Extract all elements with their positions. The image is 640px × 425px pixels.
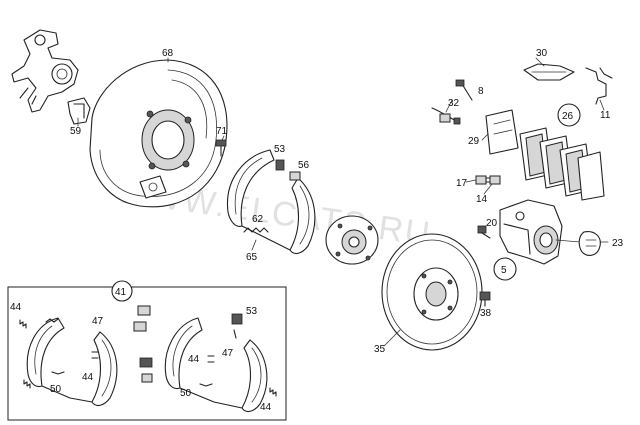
callout-44d: 44 xyxy=(260,402,272,413)
bracket-59 xyxy=(67,97,91,125)
adjuster-53 xyxy=(275,159,285,171)
callout-44b: 44 xyxy=(82,372,94,383)
wear-sensor-32 xyxy=(431,107,461,125)
callout-50a: 50 xyxy=(50,384,62,395)
callout-59: 59 xyxy=(70,126,82,137)
clip-11 xyxy=(585,67,613,105)
callout-68: 68 xyxy=(162,48,174,59)
bolt-38 xyxy=(479,291,491,307)
callout-20: 20 xyxy=(486,218,498,229)
callout-30: 30 xyxy=(536,48,548,59)
brake-caliper xyxy=(499,199,581,265)
callout-53-kit: 53 xyxy=(246,306,258,317)
wheel-hub xyxy=(325,215,379,265)
callout-23: 23 xyxy=(612,238,624,249)
callout-35: 35 xyxy=(374,344,386,355)
bolt-20 xyxy=(477,225,491,239)
callout-65: 65 xyxy=(246,252,258,263)
callout-56: 56 xyxy=(298,160,310,171)
callout-5: 5 xyxy=(501,265,507,276)
callout-17: 17 xyxy=(456,178,468,189)
callout-11: 11 xyxy=(600,110,611,121)
anti-rattle-spring-30 xyxy=(523,63,575,81)
brake-disc xyxy=(381,233,483,351)
callout-41: 41 xyxy=(115,287,127,298)
spring-62 xyxy=(243,227,269,233)
callout-44c: 44 xyxy=(188,354,200,365)
guide-pin-14 xyxy=(489,175,501,185)
callout-71: 71 xyxy=(216,126,228,137)
kit-frame xyxy=(7,286,287,421)
callout-26: 26 xyxy=(562,111,574,122)
callout-53: 53 xyxy=(274,144,286,155)
steering-knuckle xyxy=(11,29,79,113)
callout-47a: 47 xyxy=(92,316,104,327)
kit-hardware-right xyxy=(199,313,277,397)
leader-lines xyxy=(221,57,609,347)
callout-29: 29 xyxy=(468,136,480,147)
brake-pads xyxy=(519,127,605,201)
kit-shoe-set-left xyxy=(26,317,118,407)
kit-hardware-left xyxy=(19,305,153,389)
pad-spring-29 xyxy=(485,109,519,155)
kit-shoe-set-right xyxy=(164,317,268,413)
callout-8: 8 xyxy=(478,86,484,97)
callout-32: 32 xyxy=(448,98,460,109)
callout-26-circle xyxy=(557,103,581,127)
parking-brake-shoe xyxy=(226,149,316,255)
bolt-71 xyxy=(215,139,227,157)
callout-14: 14 xyxy=(476,194,488,205)
callout-44a: 44 xyxy=(10,302,22,313)
spring-56 xyxy=(289,171,301,181)
callout-5-circle xyxy=(493,257,517,281)
callout-50b: 50 xyxy=(180,388,192,399)
backing-plate xyxy=(89,59,228,208)
callout-62: 62 xyxy=(252,214,264,225)
callout-38: 38 xyxy=(480,308,492,319)
callout-41-circle xyxy=(111,280,133,302)
bolt-8 xyxy=(455,79,473,101)
dust-cap-23 xyxy=(578,231,601,256)
callout-47b: 47 xyxy=(222,348,234,359)
